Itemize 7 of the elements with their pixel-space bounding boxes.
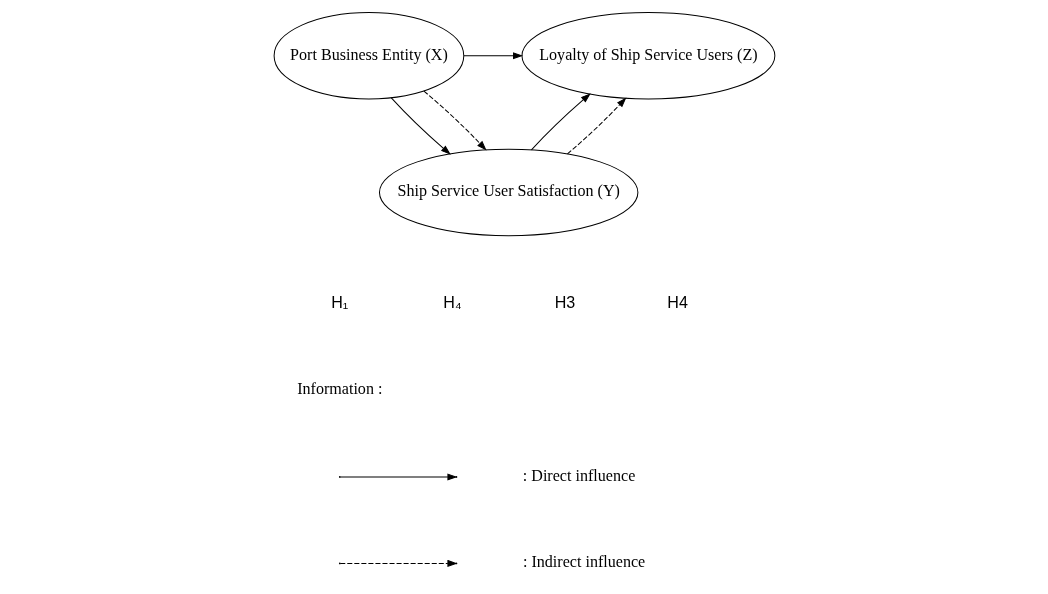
legend-label: : Indirect influence bbox=[522, 553, 645, 571]
label: H₄ bbox=[442, 292, 461, 311]
label: Information : bbox=[296, 380, 382, 398]
label: H₁ bbox=[330, 292, 348, 311]
label: H4 bbox=[666, 292, 688, 311]
label: H3 bbox=[554, 292, 575, 311]
legend-label: : Direct influence bbox=[522, 466, 635, 484]
